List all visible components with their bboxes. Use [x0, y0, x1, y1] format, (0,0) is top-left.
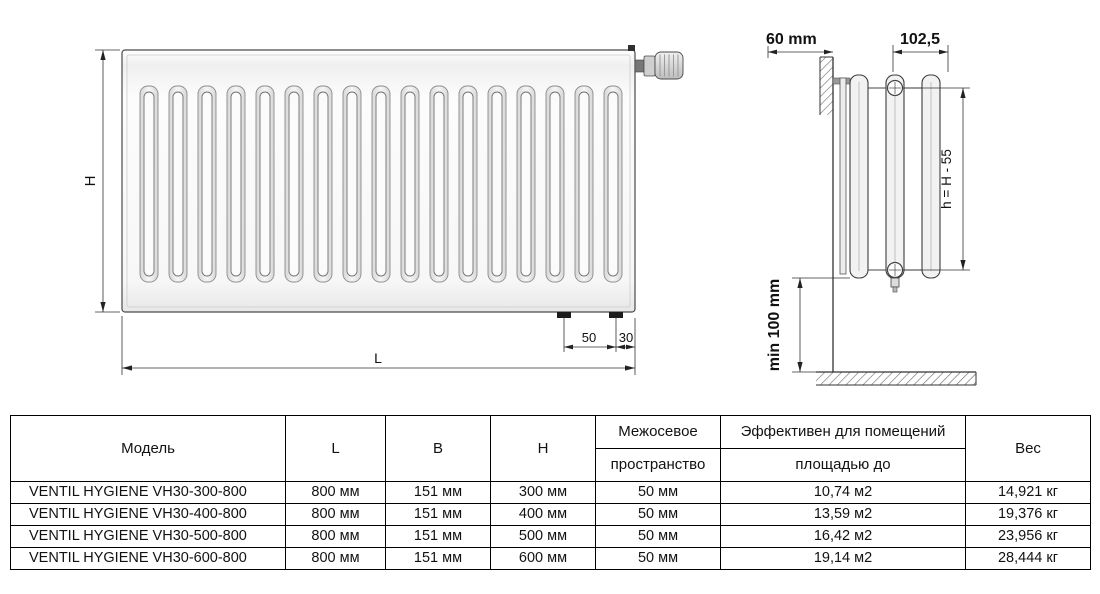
- dim-length-label: L: [374, 350, 382, 366]
- spec-table: Модель L B H Межосевое пространство Эффе…: [10, 415, 1091, 570]
- table-row: VENTIL HYGIENE VH30-400-800 800 мм 151 м…: [10, 503, 1091, 526]
- dim-height-label: H: [82, 176, 99, 187]
- cell-l: 800 мм: [285, 503, 386, 526]
- dimension-min-floor-clearance: min 100 mm: [766, 277, 850, 373]
- cell-b: 151 мм: [385, 481, 491, 504]
- cell-area: 13,59 м2: [720, 503, 966, 526]
- dim-30-label: 30: [619, 330, 633, 345]
- dimension-length: L: [121, 316, 636, 375]
- dimension-depth: 102,5: [892, 31, 949, 72]
- cell-weight: 19,376 кг: [965, 503, 1091, 526]
- dimension-height: H: [82, 49, 120, 313]
- dim-60mm-label: 60 mm: [766, 31, 817, 48]
- radiator-side-profile: [832, 74, 941, 293]
- col-header-l: L: [285, 415, 386, 482]
- dim-50-label: 50: [582, 330, 596, 345]
- cell-l: 800 мм: [285, 525, 386, 548]
- cell-area: 10,74 м2: [720, 481, 966, 504]
- dim-min100-label: min 100 mm: [766, 279, 783, 371]
- cell-area: 19,14 м2: [720, 547, 966, 570]
- col-header-area-line2: площадью до: [795, 456, 891, 473]
- dimension-wall-offset: 60 mm: [766, 31, 833, 58]
- cell-model: VENTIL HYGIENE VH30-600-800: [10, 547, 286, 570]
- col-header-area: Эффективен для помещений площадью до: [720, 415, 966, 482]
- cell-spacing: 50 мм: [595, 481, 721, 504]
- cell-b: 151 мм: [385, 503, 491, 526]
- col-header-b: B: [385, 415, 491, 482]
- col-header-spacing-line1: Межосевое: [596, 417, 720, 449]
- wall-section: [819, 56, 834, 372]
- cell-b: 151 мм: [385, 547, 491, 570]
- side-view: 60 mm 102,5 h = H - 55 min 10: [766, 31, 977, 386]
- cell-model: VENTIL HYGIENE VH30-400-800: [10, 503, 286, 526]
- front-view: H L 50 30: [82, 45, 684, 375]
- col-header-h: H: [490, 415, 596, 482]
- cell-h: 400 мм: [490, 503, 596, 526]
- cell-b: 151 мм: [385, 525, 491, 548]
- cell-spacing: 50 мм: [595, 525, 721, 548]
- cell-weight: 28,444 кг: [965, 547, 1091, 570]
- cell-l: 800 мм: [285, 547, 386, 570]
- cell-weight: 23,956 кг: [965, 525, 1091, 548]
- table-row: VENTIL HYGIENE VH30-600-800 800 мм 151 м…: [10, 547, 1091, 570]
- cell-h: 600 мм: [490, 547, 596, 570]
- dim-102-label: 102,5: [900, 31, 940, 48]
- cell-weight: 14,921 кг: [965, 481, 1091, 504]
- cell-spacing: 50 мм: [595, 547, 721, 570]
- mounting-feet: [557, 312, 623, 318]
- thermostat-valve: [628, 45, 684, 80]
- col-header-area-line1: Эффективен для помещений: [721, 417, 965, 449]
- dimension-axis-height: h = H - 55: [902, 87, 970, 271]
- table-header-row: Модель L B H Межосевое пространство Эффе…: [10, 415, 1091, 482]
- radiator-channels: [139, 85, 623, 283]
- cell-h: 300 мм: [490, 481, 596, 504]
- technical-drawing: H L 50 30: [82, 31, 977, 386]
- cell-h: 500 мм: [490, 525, 596, 548]
- cell-model: VENTIL HYGIENE VH30-300-800: [10, 481, 286, 504]
- col-header-spacing: Межосевое пространство: [595, 415, 721, 482]
- col-header-spacing-line2: пространство: [610, 456, 706, 473]
- table-row: VENTIL HYGIENE VH30-300-800 800 мм 151 м…: [10, 481, 1091, 504]
- table-row: VENTIL HYGIENE VH30-500-800 800 мм 151 м…: [10, 525, 1091, 548]
- cell-l: 800 мм: [285, 481, 386, 504]
- cell-spacing: 50 мм: [595, 503, 721, 526]
- col-header-weight: Вес: [965, 415, 1091, 482]
- cell-area: 16,42 м2: [720, 525, 966, 548]
- floor-section: [816, 371, 977, 386]
- col-header-model: Модель: [10, 415, 286, 482]
- cell-model: VENTIL HYGIENE VH30-500-800: [10, 525, 286, 548]
- drain-plug: [890, 277, 900, 288]
- dim-axis-height-label: h = H - 55: [939, 149, 954, 209]
- dimension-feet-offsets: 50 30: [563, 318, 635, 352]
